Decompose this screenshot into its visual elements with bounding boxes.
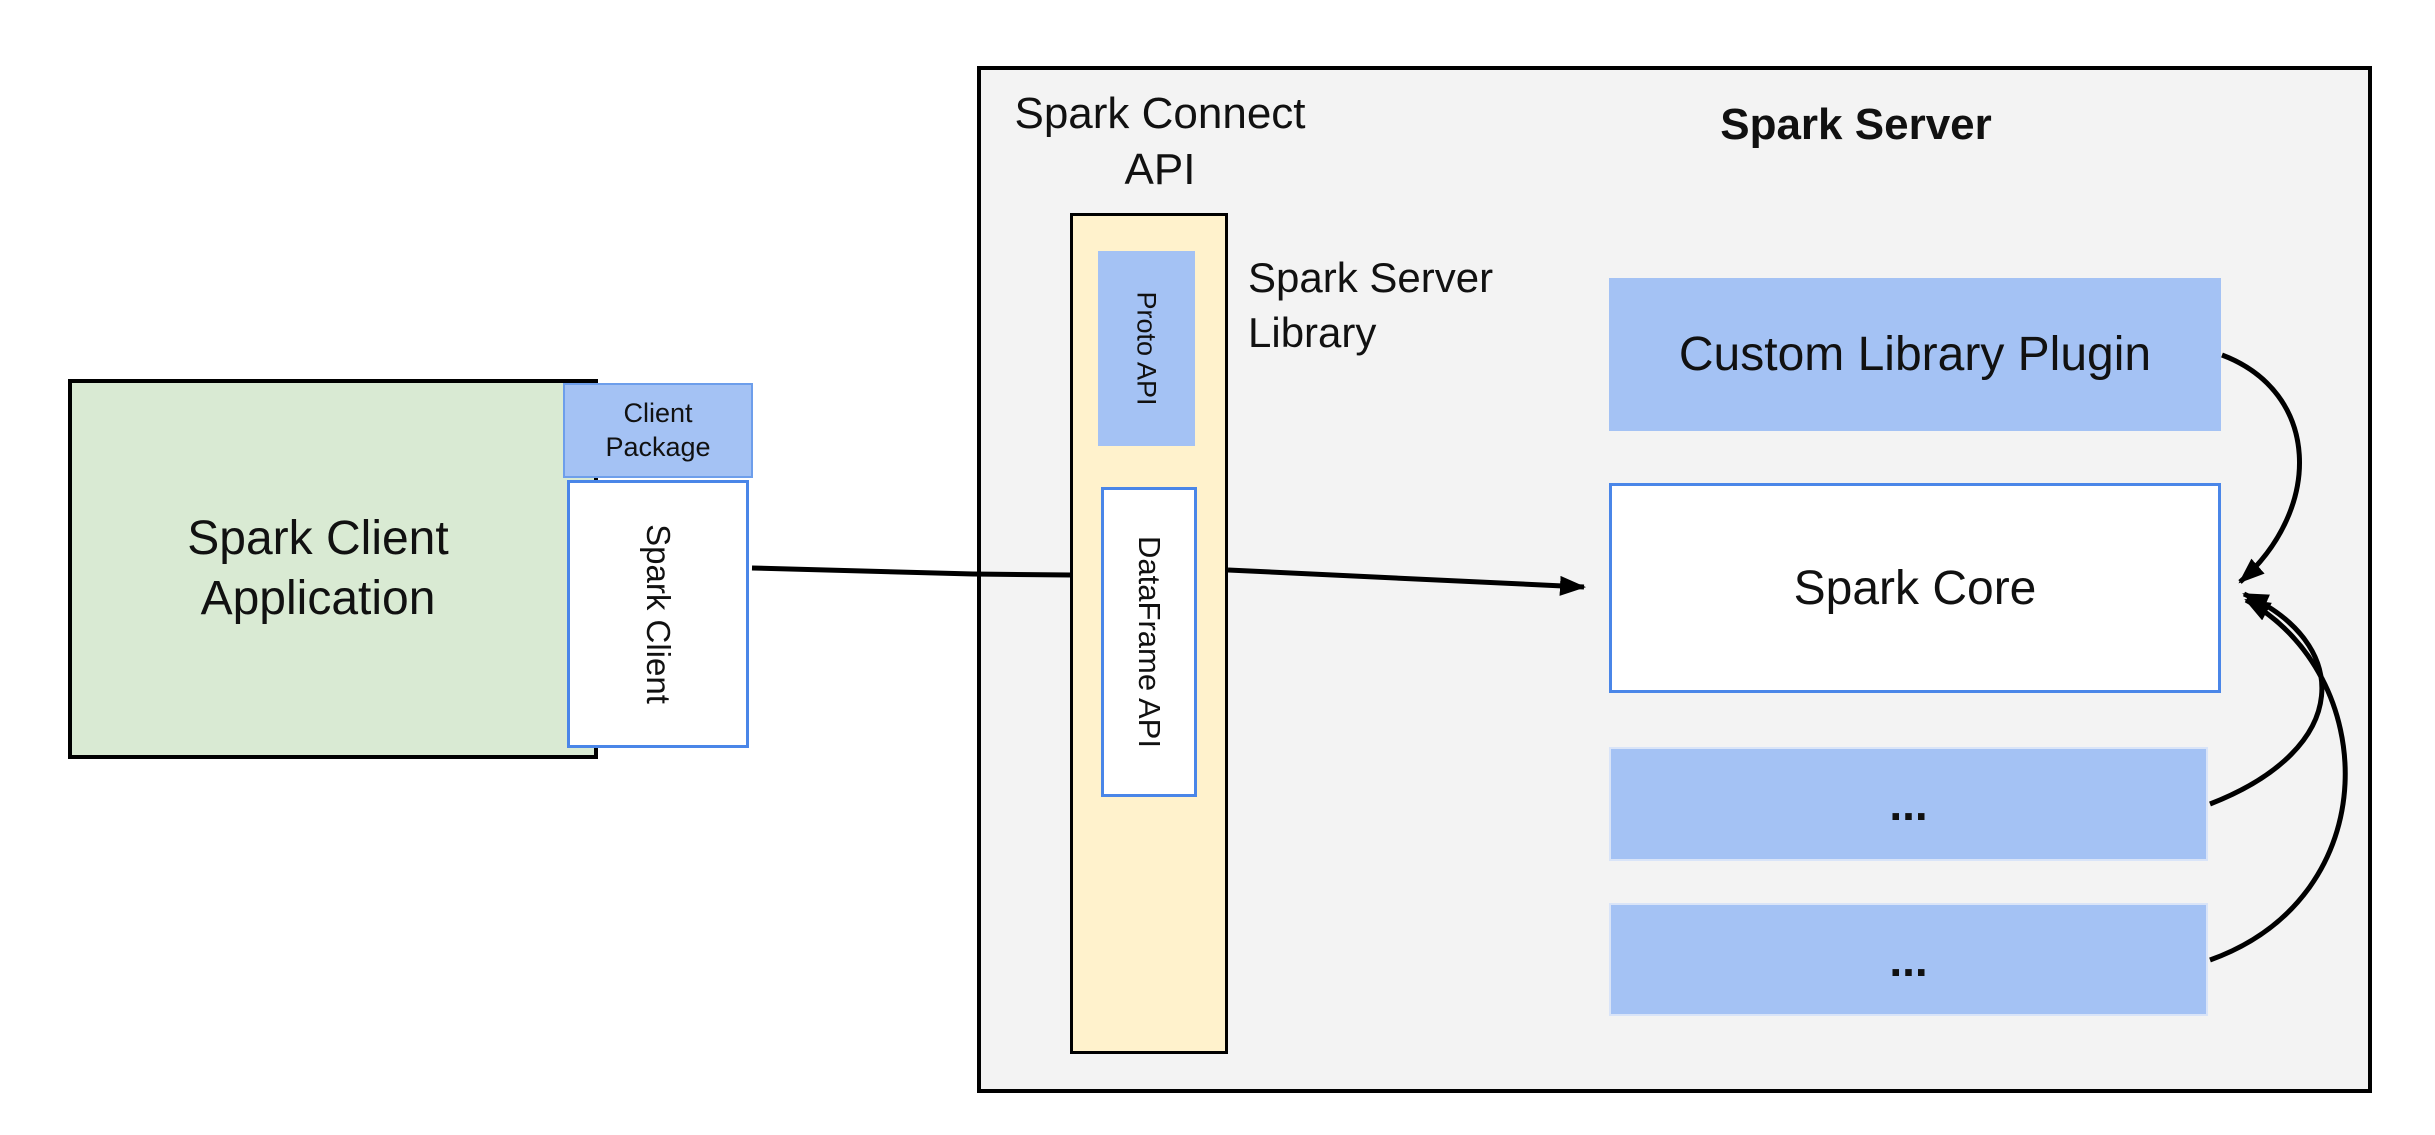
spark-client-application-box bbox=[68, 379, 598, 759]
dataframe-api-box: DataFrame API bbox=[1101, 487, 1197, 797]
spark-client-label: Spark Client bbox=[640, 524, 677, 704]
client-package-label-line1: Client bbox=[623, 397, 693, 428]
spark-server-library-label: Spark Server Library bbox=[1248, 250, 1578, 361]
spark-server-library-label-line2: Library bbox=[1248, 309, 1377, 357]
spark-core-box: Spark Core bbox=[1609, 483, 2221, 693]
dataframe-api-label: DataFrame API bbox=[1132, 536, 1168, 748]
spark-connect-api-label-line1: Spark Connect bbox=[1014, 89, 1306, 138]
module-placeholder-label-2: ... bbox=[1889, 933, 1928, 986]
spark-client-application-label-line2: Application bbox=[200, 572, 436, 625]
module-placeholder-label-1: ... bbox=[1889, 778, 1928, 830]
spark-client-application-label-line1: Spark Client bbox=[187, 512, 449, 565]
spark-connect-api-label: Spark Connect API bbox=[960, 86, 1360, 199]
proto-api-box: Proto API bbox=[1098, 251, 1195, 446]
custom-library-plugin-box: Custom Library Plugin bbox=[1609, 278, 2221, 431]
spark-server-title: Spark Server bbox=[1720, 100, 1992, 149]
spark-core-label: Spark Core bbox=[1793, 561, 2037, 615]
spark-server-library-label-line1: Spark Server bbox=[1248, 254, 1494, 301]
custom-library-plugin-label: Custom Library Plugin bbox=[1678, 328, 2152, 381]
client-package-box: Client Package bbox=[563, 383, 753, 478]
module-placeholder-box-2: ... bbox=[1609, 903, 2208, 1016]
spark-client-application-label: Spark Client Application bbox=[88, 379, 548, 759]
spark-connect-api-label-line2: API bbox=[1124, 145, 1196, 195]
proto-api-label: Proto API bbox=[1132, 291, 1163, 406]
module-placeholder-box-1: ... bbox=[1609, 747, 2208, 861]
client-package-label-line2: Package bbox=[605, 431, 711, 462]
spark-client-box: Spark Client bbox=[567, 480, 749, 748]
